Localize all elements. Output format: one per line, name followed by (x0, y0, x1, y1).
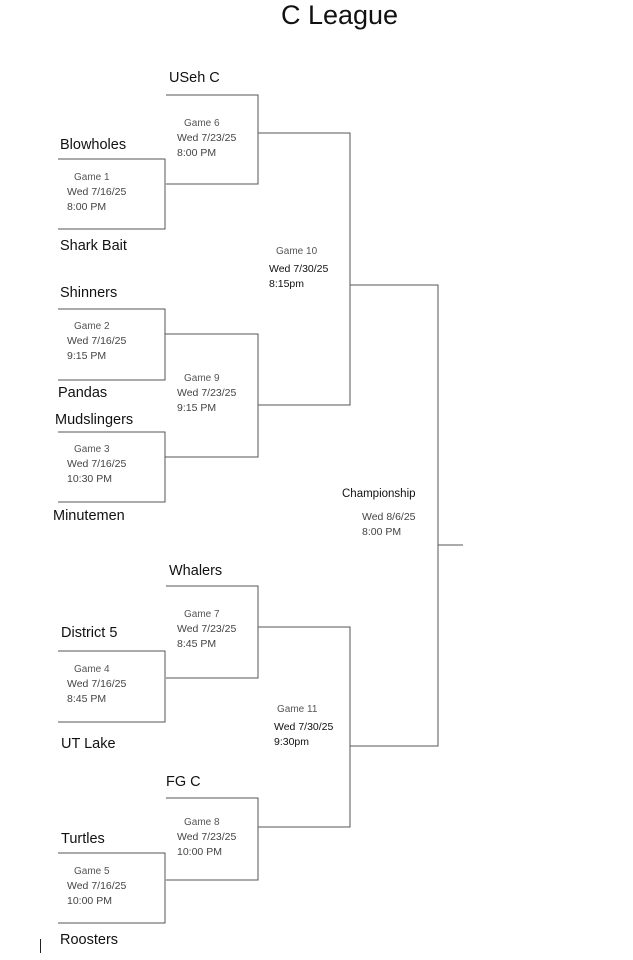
game-1-date: Wed 7/16/25 (67, 186, 127, 198)
game-1-connector (58, 158, 166, 230)
team-turtles: Turtles (61, 831, 105, 847)
game-8-info: Game 8 Wed 7/23/25 10:00 PM (177, 815, 236, 860)
game-7-date: Wed 7/23/25 (177, 623, 237, 635)
team-roosters: Roosters (60, 932, 119, 948)
game-10-date: Wed 7/30/25 (269, 263, 329, 275)
game-9-info: Game 9 Wed 7/23/25 9:15 PM (177, 371, 236, 416)
game-1-time: 8:00 PM (67, 201, 107, 213)
championship-info: Wed 8/6/25 8:00 PM (362, 510, 416, 540)
game-2-date: Wed 7/16/25 (67, 335, 127, 347)
game-2-time: 9:15 PM (67, 350, 107, 362)
game-6-info: Game 6 Wed 7/23/25 8:00 PM (177, 116, 236, 161)
game-6-time: 8:00 PM (177, 147, 217, 159)
team-useh-c: USeh C (169, 70, 220, 86)
game-8-connector (166, 797, 259, 881)
game-7-info: Game 7 Wed 7/23/25 8:45 PM (177, 607, 236, 652)
game-8-name: Game 8 (184, 817, 220, 828)
team-shark-bait: Shark Bait (60, 238, 127, 254)
game-5-date: Wed 7/16/25 (67, 880, 127, 892)
game-6-name: Game 6 (184, 118, 220, 129)
game-5-name: Game 5 (74, 866, 110, 877)
game-9-time: 9:15 PM (177, 402, 217, 414)
game-3-connector (58, 431, 166, 503)
game-9-connector (165, 333, 259, 458)
game-4-name: Game 4 (74, 664, 110, 675)
game-8-date: Wed 7/23/25 (177, 831, 237, 843)
game-11-info: Game 11 Wed 7/30/25 9:30pm (274, 702, 333, 750)
game-9-name: Game 9 (184, 373, 220, 384)
team-blowholes: Blowholes (60, 137, 127, 153)
game-8-time: 10:00 PM (177, 846, 222, 858)
team-fg-c: FG C (166, 774, 201, 790)
championship-date: Wed 8/6/25 (362, 511, 416, 523)
game-2-name: Game 2 (74, 321, 110, 332)
team-whalers: Whalers (169, 563, 223, 579)
game-11-time: 9:30pm (274, 736, 310, 748)
game-4-time: 8:45 PM (67, 693, 107, 705)
game-4-connector (58, 650, 166, 723)
team-minutemen: Minutemen (53, 508, 125, 524)
game-7-name: Game 7 (184, 609, 220, 620)
game-3-date: Wed 7/16/25 (67, 458, 127, 470)
game-10-time: 8:15pm (269, 278, 305, 290)
game-3-name: Game 3 (74, 444, 110, 455)
game-3-info: Game 3 Wed 7/16/25 10:30 PM (67, 442, 126, 487)
game-10-name: Game 10 (276, 246, 318, 257)
game-4-date: Wed 7/16/25 (67, 678, 127, 690)
game-3-time: 10:30 PM (67, 473, 112, 485)
game-7-time: 8:45 PM (177, 638, 217, 650)
game-5-connector (58, 852, 166, 924)
championship-connector (350, 284, 439, 747)
game-1-name: Game 1 (74, 172, 110, 183)
team-pandas: Pandas (58, 385, 108, 401)
team-mudslingers: Mudslingers (55, 412, 134, 428)
team-shinners: Shinners (60, 285, 118, 301)
game-4-info: Game 4 Wed 7/16/25 8:45 PM (67, 662, 126, 707)
page-title: C League (280, 0, 399, 30)
game-11-date: Wed 7/30/25 (274, 721, 334, 733)
team-district-5: District 5 (61, 625, 118, 641)
game-5-time: 10:00 PM (67, 895, 112, 907)
game-2-connector (58, 308, 166, 381)
game-10-info: Game 10 Wed 7/30/25 8:15pm (269, 244, 328, 292)
game-2-info: Game 2 Wed 7/16/25 9:15 PM (67, 319, 126, 364)
championship-title: Championship (342, 488, 416, 500)
team-ut-lake: UT Lake (61, 736, 116, 752)
text-cursor (40, 939, 41, 953)
game-1-info: Game 1 Wed 7/16/25 8:00 PM (67, 170, 126, 215)
game-5-info: Game 5 Wed 7/16/25 10:00 PM (67, 864, 126, 909)
game-6-date: Wed 7/23/25 (177, 132, 237, 144)
game-11-connector (258, 626, 351, 828)
game-11-name: Game 11 (277, 704, 318, 715)
game-7-connector (166, 585, 259, 679)
championship-time: 8:00 PM (362, 526, 402, 538)
game-6-connector (166, 94, 259, 185)
game-10-connector (258, 132, 351, 406)
game-9-date: Wed 7/23/25 (177, 387, 237, 399)
